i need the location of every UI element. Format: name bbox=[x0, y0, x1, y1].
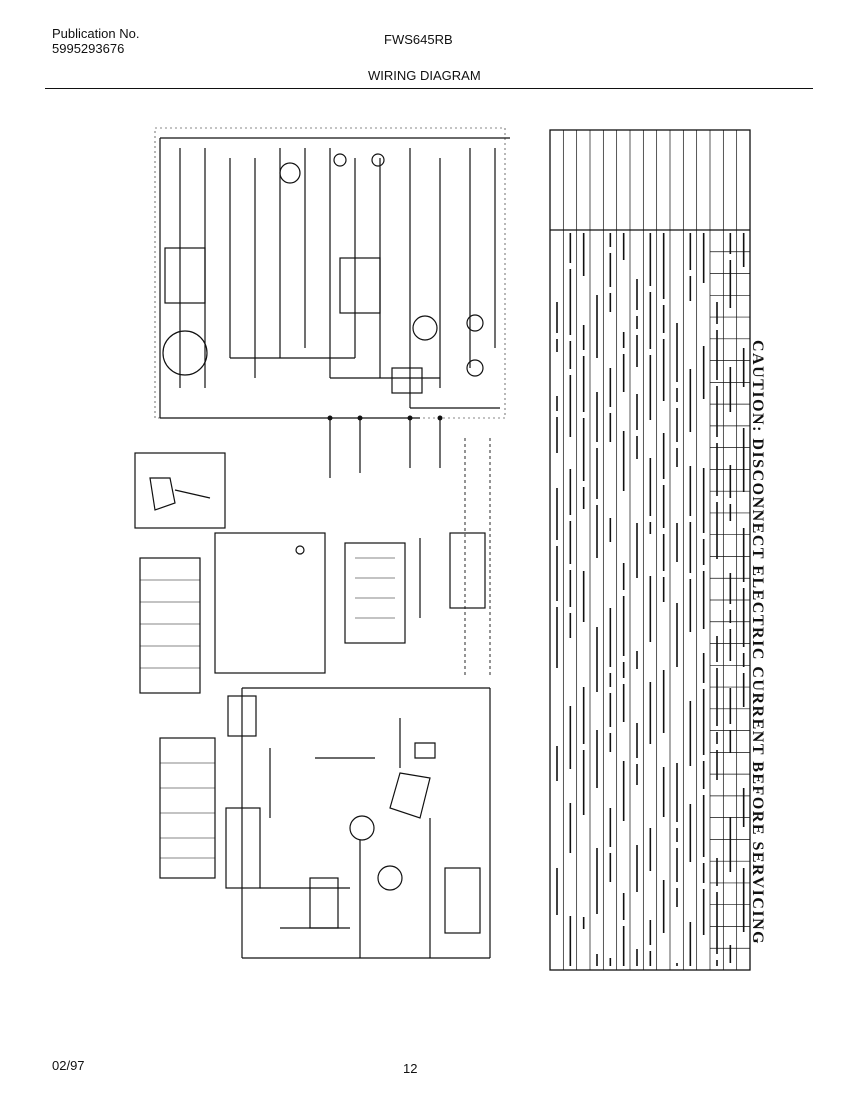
page-title: WIRING DIAGRAM bbox=[368, 68, 481, 83]
caution-text: CAUTION: DISCONNECT ELECTRIC CURRENT BEF… bbox=[749, 340, 766, 946]
wiring-diagram bbox=[134, 127, 751, 971]
publication-number: 5995293676 bbox=[52, 41, 125, 56]
publication-label: Publication No. bbox=[52, 26, 140, 41]
page-number: 12 bbox=[403, 1061, 418, 1076]
footer-date: 02/97 bbox=[52, 1058, 85, 1073]
model-number: FWS645RB bbox=[384, 32, 453, 47]
header-rule bbox=[45, 88, 813, 89]
